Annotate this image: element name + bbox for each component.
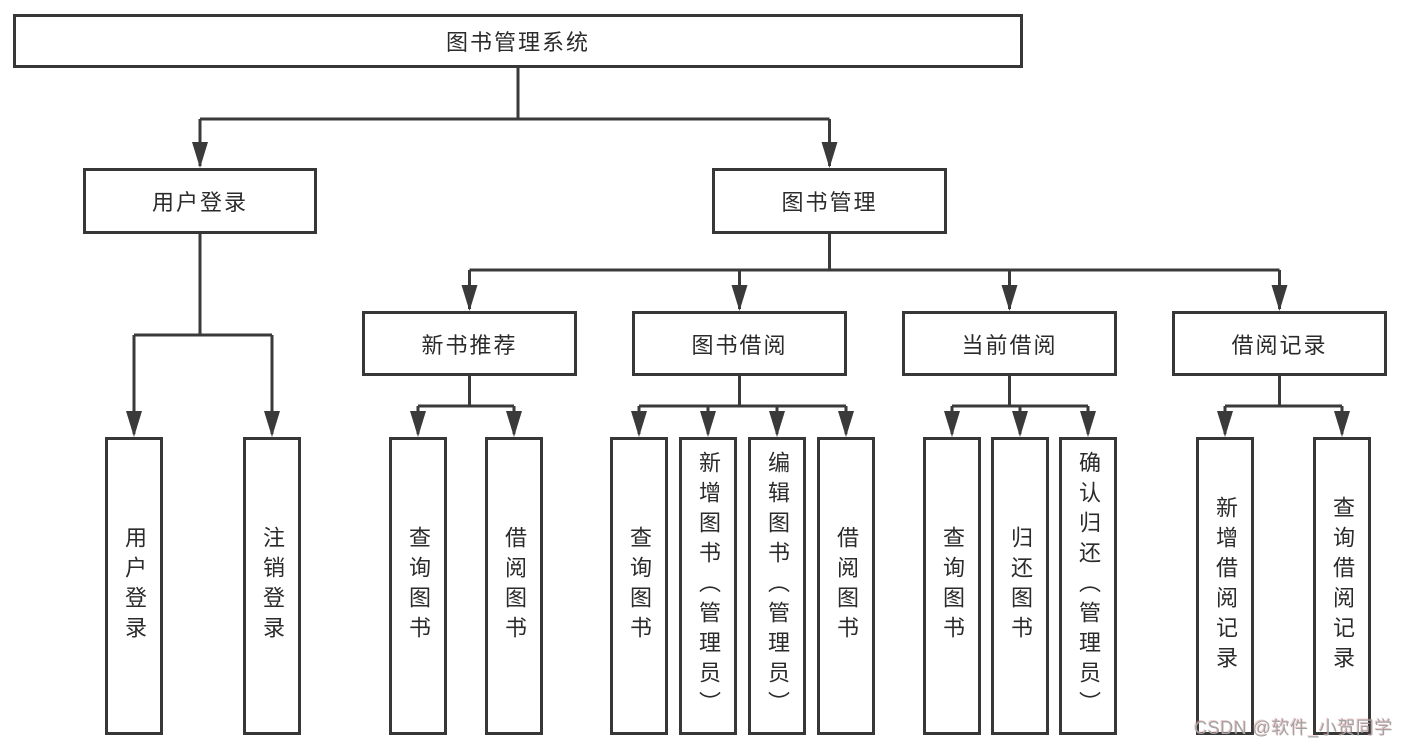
leaf-label: 注销登录 xyxy=(260,526,285,646)
arrowhead-icon xyxy=(192,142,208,168)
arrowhead-icon xyxy=(461,285,478,311)
leaf-label: 新增图书（管理员） xyxy=(696,451,721,721)
leaf-label: 查询图书 xyxy=(627,526,652,646)
leaf-edit-books-admin: 编辑图书（管理员） xyxy=(748,437,806,735)
leaf-label: 归还图书 xyxy=(1008,526,1033,646)
edge-new-book-split xyxy=(416,376,516,434)
leaf-query-books-recommend: 查询图书 xyxy=(389,437,447,735)
node-label: 借阅记录 xyxy=(1231,332,1328,358)
node-current-borrow: 当前借阅 xyxy=(902,311,1117,376)
watermark: CSDN @软件_小贺同学 xyxy=(1194,718,1393,738)
arrowhead-icon xyxy=(1217,411,1233,437)
arrowhead-icon xyxy=(1334,411,1350,437)
leaf-add-borrow-record: 新增借阅记录 xyxy=(1196,437,1254,735)
node-new-book-recommend: 新书推荐 xyxy=(362,311,577,376)
leaf-label: 用户登录 xyxy=(122,526,147,646)
node-book-borrow: 图书借阅 xyxy=(632,311,847,376)
arrowhead-icon xyxy=(1080,411,1096,437)
arrowhead-icon xyxy=(410,411,426,437)
arrowhead-icon xyxy=(838,411,854,437)
leaf-return-books: 归还图书 xyxy=(991,437,1049,735)
leaf-label: 借阅图书 xyxy=(502,526,527,646)
leaf-user-login: 用户登录 xyxy=(105,437,163,735)
leaf-query-books-current: 查询图书 xyxy=(923,437,981,735)
node-label: 当前借阅 xyxy=(961,332,1058,358)
edge-root-split xyxy=(198,68,831,166)
arrowhead-icon xyxy=(821,142,838,168)
leaf-label: 查询图书 xyxy=(940,526,965,646)
node-book-management: 图书管理 xyxy=(712,168,947,234)
node-label: 图书管理 xyxy=(781,190,878,215)
arrowhead-icon xyxy=(1271,285,1288,311)
leaf-label: 编辑图书（管理员） xyxy=(765,451,790,721)
arrowhead-icon xyxy=(1001,285,1018,311)
leaf-logout: 注销登录 xyxy=(243,437,301,735)
leaf-label: 查询图书 xyxy=(406,526,431,646)
leaf-confirm-return-admin: 确认归还（管理员） xyxy=(1059,437,1117,735)
node-library-system: 图书管理系统 xyxy=(13,14,1023,68)
leaf-borrow-books-recommend: 借阅图书 xyxy=(485,437,543,735)
node-label: 图书管理系统 xyxy=(445,30,590,55)
node-label: 新书推荐 xyxy=(421,332,518,358)
leaf-query-books-borrow: 查询图书 xyxy=(610,437,668,735)
node-label: 用户登录 xyxy=(151,190,248,215)
leaf-query-borrow-record: 查询借阅记录 xyxy=(1313,437,1371,735)
arrowhead-group xyxy=(126,142,1350,437)
node-user-login-branch: 用户登录 xyxy=(83,168,317,234)
arrowhead-icon xyxy=(700,411,716,437)
leaf-label: 新增借阅记录 xyxy=(1213,496,1238,676)
arrowhead-icon xyxy=(731,285,748,311)
arrowhead-icon xyxy=(769,411,785,437)
arrowhead-icon xyxy=(944,411,960,437)
leaf-borrow-books: 借阅图书 xyxy=(817,437,875,735)
arrowhead-icon xyxy=(1012,411,1028,437)
arrowhead-icon xyxy=(126,411,142,437)
leaf-add-books-admin: 新增图书（管理员） xyxy=(679,437,737,735)
node-borrow-records: 借阅记录 xyxy=(1172,311,1387,376)
arrowhead-icon xyxy=(264,411,280,437)
leaf-label: 借阅图书 xyxy=(834,526,859,646)
edge-book-mgmt-split xyxy=(468,234,1281,309)
arrowhead-icon xyxy=(506,411,522,437)
arrowhead-icon xyxy=(631,411,647,437)
edge-book-borrow-split xyxy=(637,376,848,434)
leaf-label: 确认归还（管理员） xyxy=(1076,451,1101,721)
edge-user-login-split xyxy=(132,234,274,434)
leaf-label: 查询借阅记录 xyxy=(1330,496,1355,676)
node-label: 图书借阅 xyxy=(691,332,788,358)
edge-borrow-records-split xyxy=(1223,376,1344,434)
